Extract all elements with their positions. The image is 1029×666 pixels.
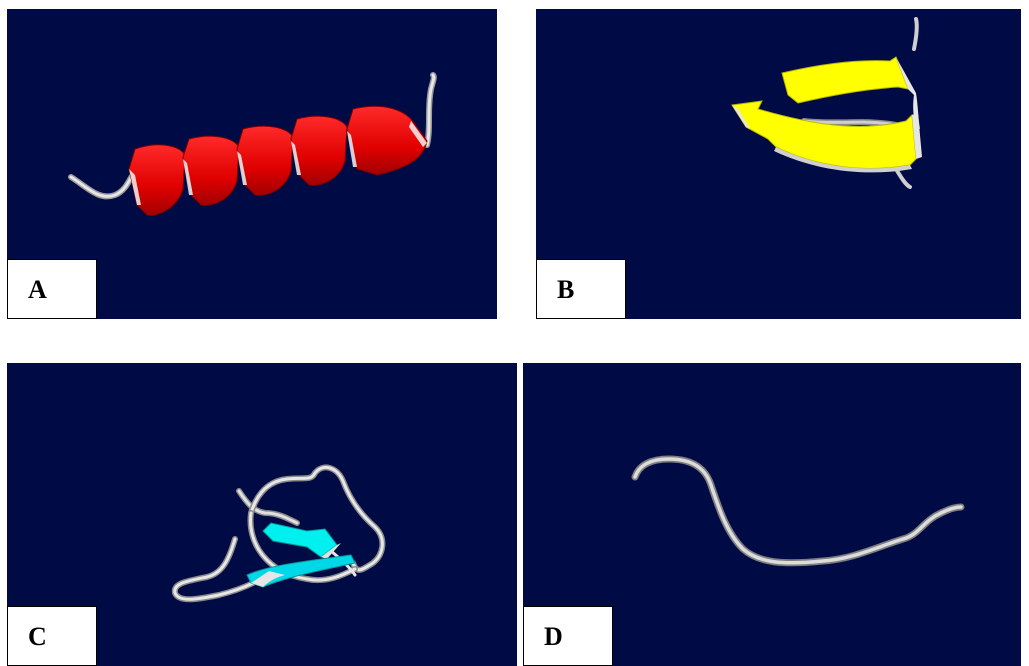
- protein-structure-panel-c: C: [7, 363, 517, 666]
- panel-label: D: [523, 606, 613, 666]
- panel-label: C: [7, 606, 97, 666]
- protein-structure-panel-d: D: [523, 363, 1021, 666]
- protein-structure-panel-b: B: [536, 9, 1021, 319]
- panel-label: B: [536, 259, 626, 319]
- panel-label: A: [7, 259, 97, 319]
- protein-structure-panel-a: A: [7, 9, 497, 319]
